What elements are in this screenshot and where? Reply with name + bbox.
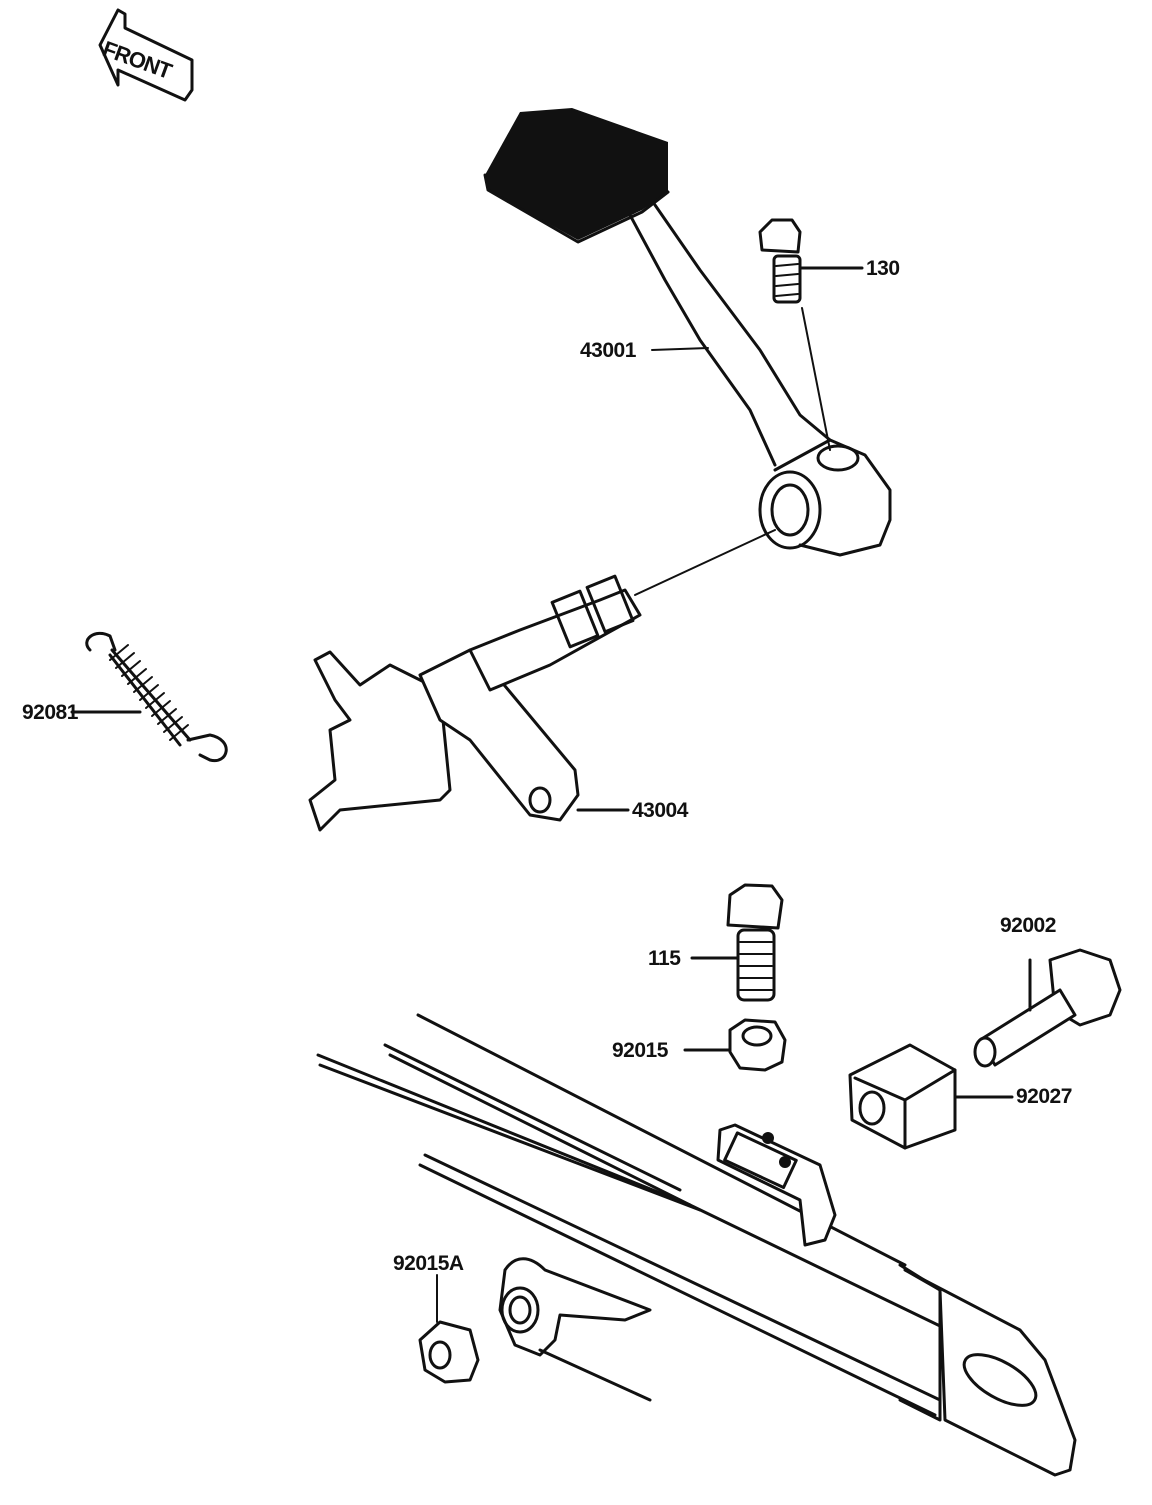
- nut-92015-drawing: [683, 1018, 787, 1072]
- brake-lever-drawing: [308, 529, 776, 832]
- part-label-92015a: 92015A: [393, 1252, 464, 1275]
- part-label-43004: 43004: [632, 799, 688, 822]
- bolt-130-drawing: [758, 218, 864, 451]
- bolt-115-drawing: [690, 883, 784, 1002]
- part-label-92081: 92081: [22, 701, 78, 724]
- part-label-92002: 92002: [1000, 914, 1056, 937]
- front-arrow-icon: [98, 8, 194, 102]
- collar-92027-drawing: [848, 1043, 1014, 1150]
- part-label-92015: 92015: [612, 1039, 668, 1062]
- nut-92015a-drawing: [418, 1274, 480, 1384]
- bolt-92002-drawing: [973, 948, 1122, 1068]
- part-label-43001: 43001: [580, 339, 636, 362]
- part-label-130: 130: [866, 257, 900, 280]
- return-spring-drawing: [70, 631, 228, 763]
- brake-pedal-drawing: [483, 108, 892, 557]
- swing-arm-drawing: [316, 1013, 1077, 1477]
- part-label-115: 115: [648, 947, 681, 970]
- part-label-92027: 92027: [1016, 1085, 1072, 1108]
